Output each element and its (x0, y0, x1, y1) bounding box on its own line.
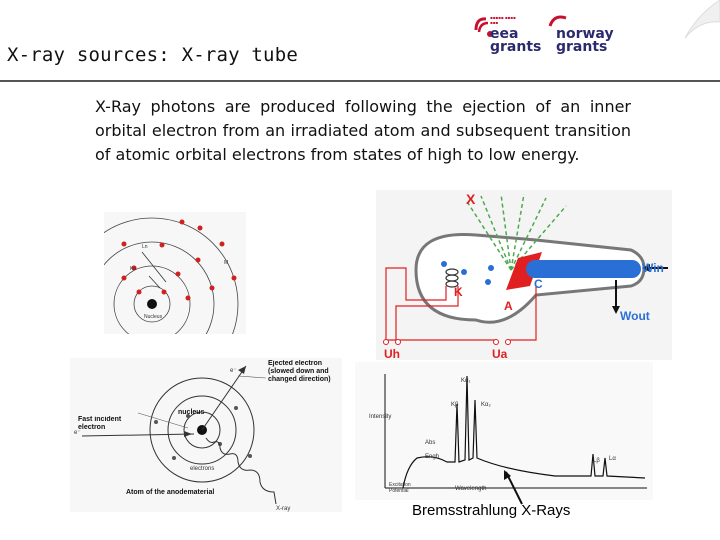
bremsstrahlung-atom-figure: e⁻ e⁻ nucleus Ejected electron (slowed d… (70, 358, 342, 512)
tube-label-k: K (454, 285, 463, 299)
title-divider (0, 80, 720, 82)
atom-label-nucleus: Nucleus (144, 314, 163, 320)
atom-label-m: M (224, 260, 228, 266)
slide-title: X-ray sources: X-ray tube (7, 44, 298, 66)
eea-grants-logo: ▪▪▪▪▪ ▪▪▪▪ ▪▪▪ eea grants (472, 14, 541, 54)
caption-pointer-arrow (504, 470, 523, 505)
tube-label-uh: Uh (384, 347, 400, 360)
anode-label-xray: X-ray (276, 506, 290, 512)
spectrum-label-engh: Engh (425, 454, 439, 460)
tube-label-wout: Wout (620, 309, 650, 323)
atom-label-k: Kn (130, 266, 136, 272)
bremsstrahlung-caption: Bremsstrahlung X-Rays (412, 502, 571, 519)
tube-label-x: X (466, 191, 476, 207)
anode-label-e-top: e⁻ (230, 368, 237, 374)
eea-logo-line1: eea (490, 26, 519, 42)
atom-label-l: Ln (142, 244, 148, 250)
spectrum-label-kb: Kβ (451, 402, 459, 408)
anode-label-electrons: electrons (190, 466, 214, 472)
tube-label-c: C (534, 277, 543, 291)
tube-label-a: A (504, 299, 513, 313)
anode-label-ejected: Ejected electron (slowed down and change… (268, 360, 331, 383)
norway-logo-line2: grants (556, 39, 608, 55)
anode-label-fast: Fast incident electron (78, 416, 122, 431)
anode-label-e-left: e⁻ (74, 430, 81, 436)
tube-label-win: Win (642, 261, 664, 275)
corner-swoosh-decoration (684, 0, 720, 39)
anode-label-nucleus: nucleus (178, 409, 205, 416)
spectrum-label-la: Lα (609, 456, 616, 462)
xray-tube-figure: X Win K C A Wout Uh Ua (376, 190, 672, 361)
spectrum-label-ka2: Kα₂ (481, 402, 491, 408)
norway-logo-mark-icon (548, 15, 567, 27)
eea-logo-small-text: ▪▪▪▪▪ ▪▪▪▪ ▪▪▪ (490, 15, 516, 25)
spectrum-label-excitation: Excitation Potential (389, 482, 411, 494)
anode-label-atom: Atom of the anodematerial (126, 489, 214, 496)
eea-logo-mark-icon (474, 17, 493, 37)
atom-shells-figure: Nucleus Kn Ln M (65, 212, 246, 391)
eea-logo-line2: grants (490, 39, 542, 55)
spectrum-label-abs: Abs (425, 440, 435, 446)
body-paragraph: X-Ray photons are produced following the… (95, 97, 631, 164)
norway-grants-logo: norway grants (546, 14, 616, 54)
spectrum-label-wavelength: Wavelength (455, 486, 486, 492)
tube-label-ua: Ua (492, 347, 508, 360)
spectrum-label-ka1: Kα₁ (461, 378, 471, 384)
spectrum-label-intensity: Intensity (369, 414, 391, 420)
spectrum-label-lb: Lβ (593, 458, 600, 464)
norway-logo-line1: norway (556, 26, 614, 42)
